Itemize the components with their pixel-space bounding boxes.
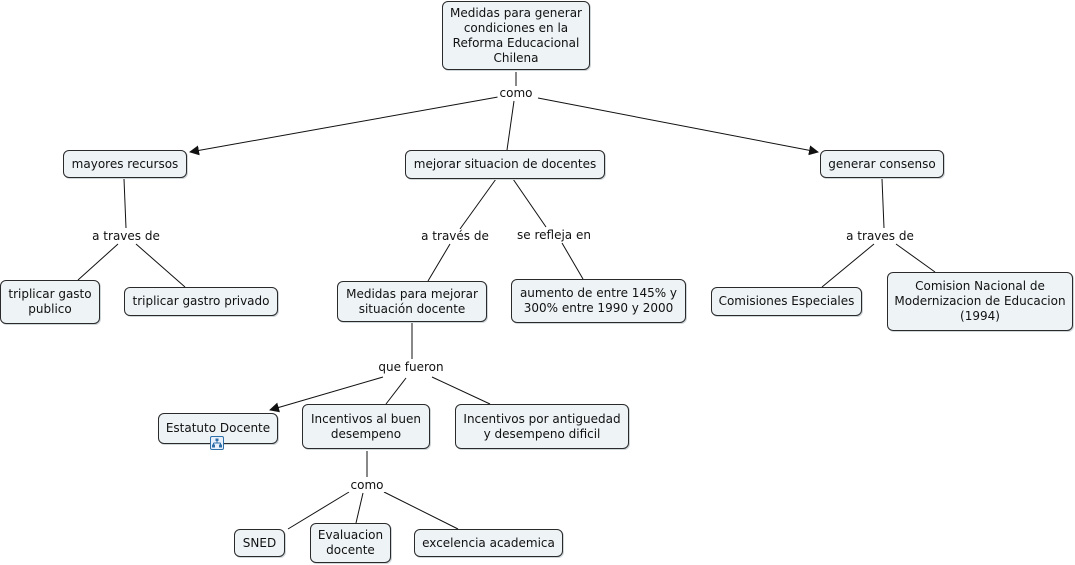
- linking-phrase-como[interactable]: como: [348, 478, 386, 492]
- concept-mejorar-situacion[interactable]: mejorar situacion de docentes: [405, 150, 605, 179]
- concept-map-resource-icon[interactable]: [210, 436, 224, 450]
- concept-sned[interactable]: SNED: [234, 529, 285, 557]
- concept-label: aumento de entre 145% y 300% entre 1990 …: [519, 286, 678, 315]
- concept-incentivos-antiguedad[interactable]: Incentivos por antiguedad y desempeno di…: [455, 404, 629, 449]
- concept-evaluacion-docente[interactable]: Evaluacion docente: [310, 523, 391, 563]
- concept-incentivos-buen-desempeno[interactable]: Incentivos al buen desempeno: [302, 404, 430, 449]
- linking-phrase-que-fueron[interactable]: que fueron: [376, 360, 446, 374]
- concept-label: triplicar gasto publico: [8, 287, 92, 316]
- concept-root[interactable]: Medidas para generar condiciones en la R…: [442, 1, 590, 70]
- connector: [431, 376, 491, 405]
- concept-generar-consenso[interactable]: generar consenso: [820, 150, 944, 178]
- concept-label: Estatuto Docente: [165, 421, 271, 435]
- concept-excelencia-academica[interactable]: excelencia academica: [414, 529, 563, 557]
- connector: [383, 491, 459, 530]
- linking-phrase-como[interactable]: como: [497, 86, 535, 100]
- connector-arrow: [189, 96, 499, 156]
- connector: [77, 243, 119, 281]
- linking-phrase-a-traves-de[interactable]: a través de: [419, 229, 491, 243]
- concept-label: Comision Nacional de Modernizacion de Ed…: [894, 279, 1066, 323]
- concept-label: Incentivos al buen desempeno: [311, 411, 421, 441]
- concept-comisiones-especiales[interactable]: Comisiones Especiales: [711, 287, 862, 316]
- connector: [512, 178, 547, 228]
- connector: [355, 492, 364, 524]
- concept-medidas-situacion-docente[interactable]: Medidas para mejorar situación docente: [337, 281, 487, 322]
- concept-label: Comisiones Especiales: [718, 294, 855, 308]
- connector-arrow: [269, 376, 384, 413]
- linking-phrase-se-refleja-en[interactable]: se refleja en: [515, 228, 593, 242]
- hierarchy-glyph: [212, 438, 222, 448]
- connector: [895, 243, 936, 273]
- concept-label: excelencia academica: [422, 535, 555, 550]
- linking-phrase-a-traves-de[interactable]: a traves de: [844, 229, 916, 243]
- concept-triplicar-gastro-privado[interactable]: triplicar gastro privado: [124, 287, 278, 316]
- concept-aumento[interactable]: aumento de entre 145% y 300% entre 1990 …: [511, 279, 686, 323]
- concept-label: mejorar situacion de docentes: [413, 157, 597, 171]
- connector: [287, 491, 350, 530]
- concept-label: Medidas para mejorar situación docente: [346, 286, 478, 316]
- concept-estatuto-docente[interactable]: Estatuto Docente: [158, 413, 278, 444]
- connector: [427, 243, 451, 282]
- connector: [506, 100, 515, 151]
- connector: [821, 243, 875, 288]
- connector-arrow: [537, 97, 819, 156]
- linking-phrase-a-traves-de[interactable]: a traves de: [90, 229, 162, 243]
- connector: [561, 242, 584, 280]
- concept-label: mayores recursos: [71, 156, 179, 171]
- concept-comision-nacional[interactable]: Comision Nacional de Modernizacion de Ed…: [887, 272, 1073, 331]
- concept-triplicar-gasto-publico[interactable]: triplicar gasto publico: [0, 280, 100, 324]
- concept-mayores-recursos[interactable]: mayores recursos: [63, 150, 187, 178]
- connector: [385, 377, 407, 405]
- concept-root-label: Medidas para generar condiciones en la R…: [449, 5, 582, 65]
- concept-label: generar consenso: [828, 156, 936, 171]
- concept-label: Evaluacion docente: [317, 528, 384, 557]
- connector: [459, 178, 497, 230]
- connector: [135, 243, 186, 288]
- concept-label: triplicar gastro privado: [132, 294, 270, 308]
- connector: [881, 178, 885, 229]
- concept-label: SNED: [242, 535, 277, 550]
- connector: [123, 178, 127, 229]
- concept-label: Incentivos por antiguedad y desempeno di…: [463, 411, 621, 441]
